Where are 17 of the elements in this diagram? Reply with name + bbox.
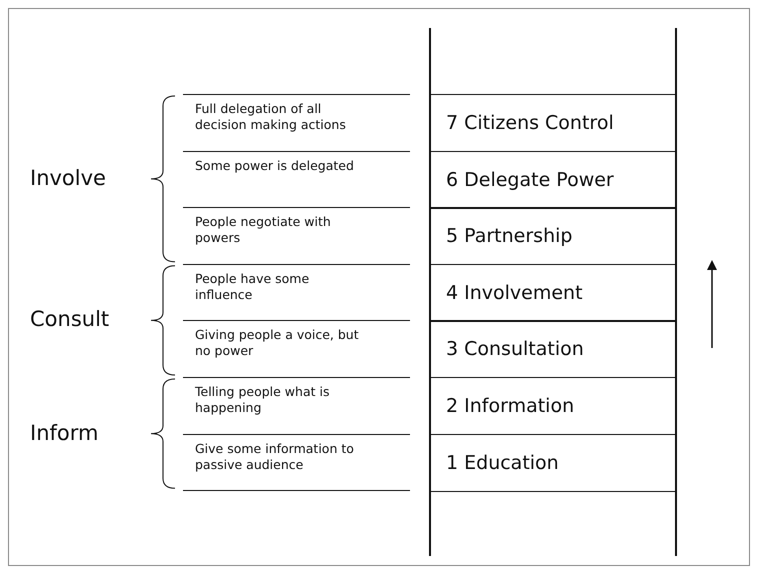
- rung-description: People negotiate with powers: [195, 214, 332, 246]
- rung-label: 3 Consultation: [445, 338, 584, 360]
- rung-label: 1 Education: [445, 452, 559, 474]
- rung-description: Telling people what is happening: [195, 384, 330, 416]
- rung-label: 7 Citizens Control: [445, 112, 614, 134]
- group-label: Inform: [30, 420, 98, 445]
- rung-label: 2 Information: [445, 395, 574, 418]
- rung-description: Giving people a voice, but no power: [195, 327, 360, 360]
- rung-label: 5 Partnership: [445, 225, 572, 248]
- rung-description: Give some information to passive audience: [195, 440, 355, 473]
- group-label: Involve: [30, 166, 106, 190]
- rung-label: 4 Involvement: [445, 282, 583, 304]
- rung-description: People have some influence: [195, 270, 310, 303]
- rung-label: 6 Delegate Power: [445, 168, 614, 191]
- rung-description: Full delegation of all decision making actions: [195, 101, 347, 133]
- rung-description: Some power is delegated: [195, 158, 355, 174]
- group-label: Consult: [30, 307, 110, 332]
